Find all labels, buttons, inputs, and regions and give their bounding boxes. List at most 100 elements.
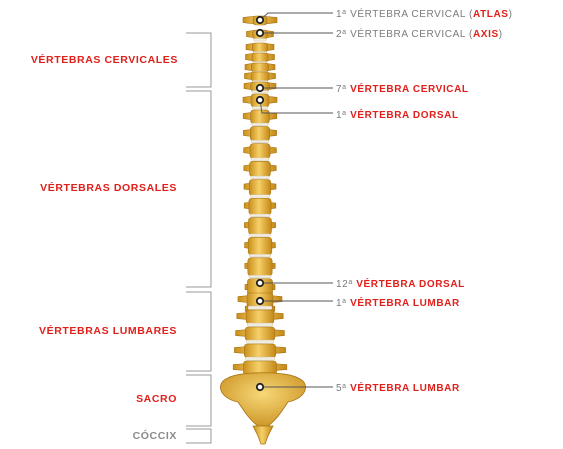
ordinal-mark: a [342,110,347,117]
dorsal-vertebra [243,197,277,217]
vertebral-body [247,237,273,256]
bracket-coccix [186,428,212,444]
region-label-sacro: SACRO [136,393,177,405]
ordinal-mark: a [342,29,347,36]
intervertebral-disc [248,275,272,279]
intervertebral-disc [253,38,267,42]
dorsal-vertebra [244,237,276,258]
bracket-lumbar [186,291,212,372]
vertebral-column [232,15,288,378]
vertebral-body [251,42,269,53]
vertebral-body [250,126,271,141]
dorsal-vertebra [244,257,276,279]
vertebral-body [244,326,276,341]
intervertebral-disc [251,122,269,126]
callout-highlight: VÉRTEBRA CERVICAL [350,84,469,95]
callout-number: 1 [336,298,343,309]
callout-l1: 1a VÉRTEBRA LUMBAR [336,296,460,310]
coccyx [252,425,274,445]
bracket-dorsal [186,90,212,288]
intervertebral-disc [245,356,275,361]
marker-dot-atlas [255,15,265,25]
bracket-sacro [186,374,212,427]
marker-dot-l1 [255,296,265,306]
callout-number: 2 [336,29,343,40]
lumbar-vertebra [235,326,285,344]
marker-dot-c7 [255,83,265,93]
vertebral-body [245,309,275,324]
vertebral-body [249,161,271,177]
callout-number: 5 [336,383,343,394]
bracket-cervical [186,32,212,88]
intervertebral-disc [250,194,270,198]
vertebral-body [248,217,272,235]
vertebral-body [250,109,270,124]
callout-highlight: ATLAS [472,9,509,20]
leader-t1 [259,99,333,114]
callout-number: 1 [336,110,343,121]
ordinal-mark: a [342,383,347,390]
region-label-coccix: CÓCCIX [132,430,177,442]
marker-dot-l5 [255,382,265,392]
intervertebral-disc [247,305,273,310]
callout-text: VÉRTEBRA CERVICAL ( [350,9,473,20]
dorsal-vertebra [243,179,277,198]
lumbar-vertebra [234,343,286,361]
intervertebral-disc [245,339,274,344]
vertebral-body [249,143,271,159]
cervical-vertebra [244,62,276,75]
callout-highlight: AXIS [472,29,499,40]
callout-c7: 7a VÉRTEBRA CERVICAL [336,82,469,96]
dorsal-vertebra [242,109,278,126]
callout-number: 12 [336,279,349,290]
callout-tail: ) [508,9,513,20]
dorsal-vertebra [244,217,276,237]
intervertebral-disc [251,106,269,110]
vertebral-body [250,71,270,82]
vertebral-body [244,343,277,358]
dorsal-vertebra [243,161,277,179]
region-label-dorsal: VÉRTEBRAS DORSALES [40,182,177,194]
marker-dot-t12 [255,278,265,288]
callout-atlas: 1a VÉRTEBRA CERVICAL (ATLAS) [336,7,513,21]
ordinal-mark: a [342,298,347,305]
intervertebral-disc [249,233,271,237]
intervertebral-disc [250,157,270,161]
callout-text: VÉRTEBRA CERVICAL ( [350,29,473,40]
vertebral-body [247,257,273,277]
vertebral-body [251,62,269,73]
region-label-cervical: VÉRTEBRAS CERVICALES [30,54,178,66]
vertebral-body [248,197,272,215]
callout-highlight: VÉRTEBRA DORSAL [356,279,465,290]
callout-t1: 1a VÉRTEBRA DORSAL [336,108,459,122]
intervertebral-disc [246,322,274,327]
callout-l5: 5a VÉRTEBRA LUMBAR [336,381,460,395]
ordinal-mark: a [348,279,353,286]
cervical-vertebra [244,71,276,84]
region-label-lumbar: VÉRTEBRAS LUMBARES [39,325,177,337]
callout-number: 1 [336,9,343,20]
sacrum [220,372,306,427]
lumbar-vertebra [236,309,284,327]
ordinal-mark: a [342,9,347,16]
vertebral-body [248,179,272,196]
marker-dot-axis [255,28,265,38]
callout-highlight: VÉRTEBRA LUMBAR [350,298,460,309]
callout-axis: 2a VÉRTEBRA CERVICAL (AXIS) [336,27,503,41]
intervertebral-disc [251,139,269,143]
cervical-vertebra [245,52,275,65]
callout-tail: ) [498,29,503,40]
callout-highlight: VÉRTEBRA LUMBAR [350,383,460,394]
marker-dot-t1 [255,95,265,105]
dorsal-vertebra [243,126,277,143]
intervertebral-disc [248,254,271,258]
callout-number: 7 [336,84,343,95]
cervical-vertebra [245,42,275,55]
ordinal-mark: a [342,84,347,91]
callout-highlight: VÉRTEBRA DORSAL [350,110,459,121]
dorsal-vertebra [243,143,277,161]
intervertebral-disc [249,213,271,217]
callout-t12: 12a VÉRTEBRA DORSAL [336,277,465,291]
vertebral-body [251,52,269,63]
